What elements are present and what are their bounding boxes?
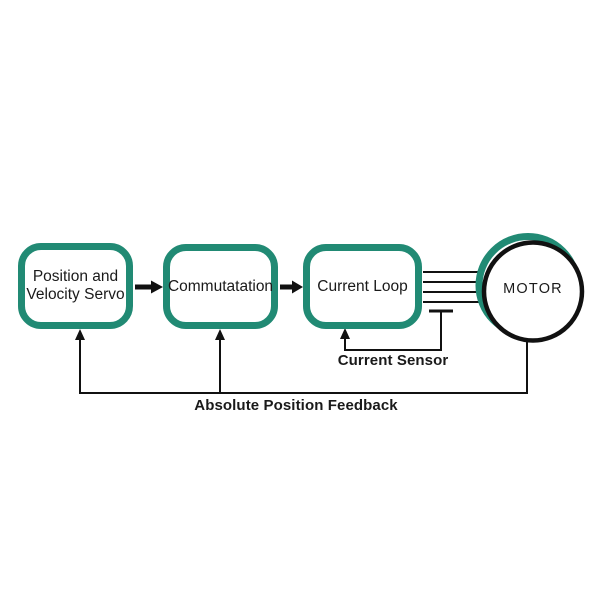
block-current-loop: Current Loop (303, 244, 422, 329)
motor-circle (475, 233, 585, 343)
current-sensor-label: Current Sensor (337, 352, 449, 369)
flow-arrow-commutation-to-currentloop (280, 280, 303, 294)
block-commutation-label: Commutatation (167, 277, 274, 295)
absolute-position-feedback-line (75, 329, 528, 394)
flow-arrow-servo-to-commutation (135, 280, 163, 294)
motor-label: MOTOR (503, 281, 563, 297)
block-position-velocity-servo: Position and Velocity Servo (18, 243, 133, 329)
current-sensor-feedback-line (340, 309, 453, 351)
absolute-position-feedback-label: Absolute Position Feedback (194, 397, 398, 414)
block-commutation: Commutatation (163, 244, 278, 329)
block-current-loop-label: Current Loop (317, 277, 408, 295)
block-position-velocity-servo-label: Position and Velocity Servo (26, 268, 125, 303)
